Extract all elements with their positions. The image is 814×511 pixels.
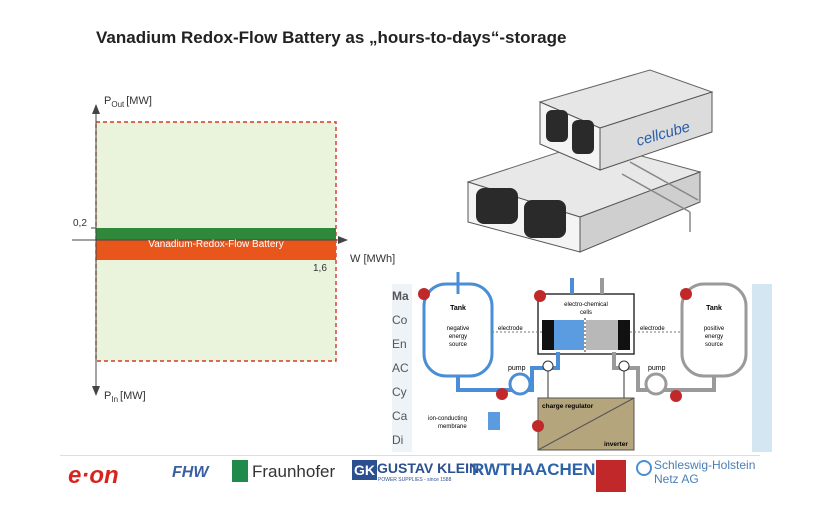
footer-divider	[60, 455, 760, 456]
lower-door-2	[524, 200, 566, 238]
rwth-logo: RWTHAACHEN	[472, 460, 596, 479]
gustav-klein-subtitle: POWER SUPPLIES - since 1588	[378, 477, 452, 483]
partner-logos: e·on FHW Fraunhofer GK GUSTAV KLEIN POWE…	[0, 452, 814, 511]
electrode-label-left: electrode	[498, 326, 523, 332]
stairs-rail-top	[629, 161, 699, 201]
negative-tank-line: negative	[447, 326, 470, 332]
upper-door-2	[572, 120, 594, 154]
upper-band	[96, 228, 336, 240]
marker-dot	[670, 390, 682, 402]
y-axis-top-arrow	[92, 104, 100, 114]
flow-battery-schematic: Tank negative energy source Tank positiv…	[412, 272, 752, 454]
fraunhofer-logo: Fraunhofer	[252, 462, 336, 481]
left-pump-icon	[508, 372, 532, 396]
cell-electrode-left	[542, 320, 554, 350]
gustav-klein-logo: GUSTAV KLEIN	[377, 460, 480, 476]
spec-table-edge	[750, 284, 772, 456]
netz-ag-logo: Netz AG	[654, 472, 699, 486]
table-row: Ma	[392, 289, 409, 303]
schleswig-holstein-logo: Schleswig-Holstein	[654, 458, 756, 472]
cellcube-illustration: cellcube	[466, 69, 714, 253]
negative-tank-line: energy	[449, 334, 467, 340]
charge-regulator-label: charge regulator	[542, 403, 594, 410]
lower-door-1	[476, 188, 518, 224]
table-row: En	[392, 337, 407, 351]
y-axis-top-label: POut[MW]	[104, 95, 152, 109]
table-row: Ca	[392, 409, 408, 423]
pump-label-left: pump	[508, 365, 526, 372]
positive-tank-line: energy	[705, 334, 723, 340]
table-row: Di	[392, 433, 404, 447]
y-axis-bottom-label: PIn[MW]	[104, 390, 146, 404]
y-value-label: 0,2	[73, 218, 87, 229]
fraunhofer-mark-icon	[232, 460, 248, 482]
cell-positive-half	[586, 320, 618, 350]
table-row: Cy	[392, 385, 407, 399]
stairs-rail	[621, 173, 691, 213]
cell-label: cells	[580, 310, 592, 316]
marker-dot	[534, 290, 546, 302]
eon-logo: e·on	[68, 462, 119, 489]
right-pump-icon	[644, 372, 668, 396]
cell-label: electro-chemical	[564, 302, 608, 308]
positive-tank-line: source	[705, 342, 724, 348]
lower-band	[96, 240, 336, 260]
cell-negative-half	[554, 320, 584, 350]
electrode-label-right: electrode	[640, 326, 665, 332]
bar-label: Vanadium-Redox-Flow Battery	[148, 239, 283, 250]
marker-dot	[418, 288, 430, 300]
marker-dot	[532, 420, 544, 432]
table-row: AC	[392, 361, 409, 375]
x-axis-arrow	[338, 236, 348, 244]
negative-terminal-icon	[542, 360, 554, 372]
inverter-label: inverter	[604, 441, 628, 448]
regulator-diagonal	[537, 397, 635, 451]
page-title: Vanadium Redox-Flow Battery as „hours-to…	[96, 28, 567, 47]
membrane-legend-icon	[488, 412, 500, 430]
spec-table-rows: Ma Co En AC Cy Ca Di	[392, 284, 418, 456]
positive-loop-pipe	[612, 352, 716, 392]
schleswig-holstein-mark-icon	[636, 460, 652, 476]
upper-door-1	[546, 110, 568, 142]
gk-logo: GK	[352, 460, 377, 480]
marker-dot	[680, 288, 692, 300]
pump-label-right: pump	[648, 365, 666, 372]
seal-logo-icon	[596, 460, 626, 492]
negative-tank-line: source	[449, 342, 468, 348]
y-axis-bottom-arrow	[92, 386, 100, 396]
lower-container-side	[579, 171, 701, 253]
table-row: Co	[392, 313, 408, 327]
positive-terminal-icon	[618, 360, 630, 372]
upper-container-side	[599, 91, 713, 171]
marker-dot	[496, 388, 508, 400]
fhw-logo: FHW	[172, 464, 209, 481]
x-axis-label: W [MWh]	[350, 253, 395, 265]
positive-tank-line: positive	[704, 326, 725, 332]
negative-tank-title: Tank	[450, 305, 466, 312]
membrane-label: membrane	[438, 424, 467, 430]
negative-loop-pipe	[456, 352, 560, 392]
x-value-label: 1,6	[313, 263, 327, 274]
cell-electrode-right	[618, 320, 630, 350]
membrane-label: ion-conducting	[428, 416, 467, 422]
positive-tank-title: Tank	[706, 305, 722, 312]
